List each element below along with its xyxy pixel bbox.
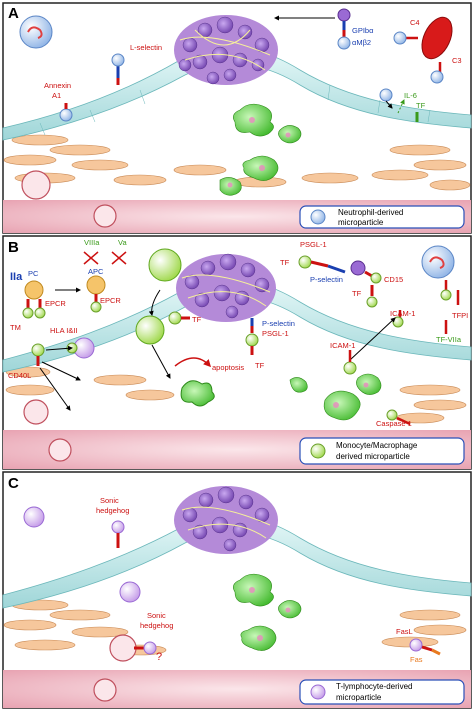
platelet-single xyxy=(337,8,351,22)
label-epcr-1: EPCR xyxy=(45,299,66,308)
apoptotic-cell xyxy=(180,380,215,407)
legend-c-swatch xyxy=(310,684,326,700)
label-psgl1-a: PSGL-1 xyxy=(262,329,289,338)
label-apc: APC xyxy=(88,267,104,276)
label-cd15: CD15 xyxy=(384,275,403,284)
label-icam1-a: ICAM-1 xyxy=(390,309,415,318)
inhibition-marks xyxy=(83,251,127,265)
legend-a-line1: Neutrophil-derived xyxy=(338,208,403,217)
panel-b-letter: B xyxy=(8,239,19,256)
label-hla: HLA I&II xyxy=(50,326,78,335)
label-amb2: αMβ2 xyxy=(352,38,371,47)
label-c4: C4 xyxy=(410,18,420,27)
macrophages-b xyxy=(289,373,382,421)
capillary-b xyxy=(23,399,49,425)
t-lymph-mp-fasl xyxy=(409,638,423,652)
neutrophil-b xyxy=(421,245,455,279)
endothelial-cell-borders xyxy=(39,84,431,136)
panel-a-letter: A xyxy=(8,5,19,22)
label-caspase: Caspase 1 xyxy=(376,419,412,428)
capillary xyxy=(21,170,51,200)
monocyte-mp-cd40l xyxy=(31,343,45,357)
label-sonic-1a: Sonic xyxy=(100,496,119,505)
smooth-muscle-cells-b xyxy=(5,366,467,424)
label-cd40l: CD40L xyxy=(8,371,31,380)
monocyte-2 xyxy=(135,315,165,345)
label-gpib: GPIbα xyxy=(352,26,374,35)
label-iia: IIa xyxy=(10,271,23,283)
label-icam1-b: ICAM-1 xyxy=(330,341,355,350)
panel-b: B IIa PC TM EPCR xyxy=(2,235,472,470)
label-tfpi: TFPI xyxy=(452,311,468,320)
legend-b-swatch xyxy=(310,443,326,459)
vessel-cross-section-b xyxy=(48,438,72,462)
label-sonic-1b: hedgehog xyxy=(96,506,129,515)
label-annexin-1: Annexin xyxy=(44,81,71,90)
label-sonic-2b: hedgehog xyxy=(140,621,173,630)
panel-c: C Sonic hedgehog xyxy=(2,471,472,709)
label-fasl: FasL xyxy=(396,627,413,636)
red-blood-cell xyxy=(421,16,453,60)
label-c3: C3 xyxy=(452,56,462,65)
label-tm: TM xyxy=(10,323,21,332)
legend-b-line1: Monocyte/Macrophage xyxy=(336,441,418,450)
label-p-selectin-2: P-selectin xyxy=(310,275,343,284)
neutrophil-mp-4 xyxy=(393,31,407,45)
label-il6: IL-6 xyxy=(404,91,417,100)
protein-c xyxy=(24,280,44,300)
macrophage-vesicles xyxy=(227,117,291,188)
label-question: ? xyxy=(156,651,162,663)
mono-mp-tf xyxy=(168,311,182,325)
label-tf-viia: TF-VIIa xyxy=(436,335,462,344)
panel-c-letter: C xyxy=(8,475,19,492)
legend-b xyxy=(299,437,465,465)
t-lymph-mp-1 xyxy=(23,506,45,528)
label-tf-1: TF xyxy=(192,315,202,324)
legend-a-swatch xyxy=(310,209,326,225)
legend-a xyxy=(299,205,465,229)
neutrophil xyxy=(19,15,53,49)
label-sonic-2a: Sonic xyxy=(147,611,166,620)
label-fas: Fas xyxy=(410,655,423,664)
legend-b-line2: derived microparticle xyxy=(336,452,410,461)
t-lymph-mp-2 xyxy=(119,581,141,603)
vessel-cross-section xyxy=(93,204,117,228)
label-l-selectin: L-selectin xyxy=(130,43,162,52)
activated-protein-c xyxy=(86,275,106,295)
label-tf: TF xyxy=(416,101,426,110)
label-apoptosis: apoptosis xyxy=(212,363,244,372)
neutrophil-mp-6 xyxy=(379,88,393,102)
label-va: Va xyxy=(118,238,127,247)
thrombus xyxy=(174,15,278,85)
label-pc: PC xyxy=(28,269,39,278)
neutrophil-mp-2 xyxy=(59,108,73,122)
thrombus-c xyxy=(174,486,278,554)
thrombus-b xyxy=(176,253,276,322)
legend-c xyxy=(299,679,465,705)
macrophage-vesicles-c xyxy=(249,587,291,641)
label-p-selectin-1: P-selectin xyxy=(262,319,295,328)
label-tf-2: TF xyxy=(255,361,265,370)
label-psgl1-b: PSGL-1 xyxy=(300,240,327,249)
legend-c-line1: T-lymphocyte-derived xyxy=(336,682,412,691)
panel-a: A xyxy=(2,2,472,234)
label-viiia: VIIIa xyxy=(84,238,100,247)
neutrophil-mp-3 xyxy=(337,36,351,50)
neutrophil-mp-5 xyxy=(430,70,444,84)
legend-c-line2: microparticle xyxy=(336,693,382,702)
label-annexin-2: A1 xyxy=(52,91,61,100)
label-epcr-2: EPCR xyxy=(100,296,121,305)
vessel-cross-section-c xyxy=(93,678,117,702)
label-tf-3: TF xyxy=(280,258,290,267)
label-tf-4: TF xyxy=(352,289,362,298)
macrophage-vesicles-b xyxy=(333,382,369,408)
neutrophil-mp-1 xyxy=(111,53,125,67)
monocyte-1 xyxy=(148,248,182,282)
capillary-c xyxy=(109,634,137,662)
legend-a-line2: microparticle xyxy=(338,218,384,227)
